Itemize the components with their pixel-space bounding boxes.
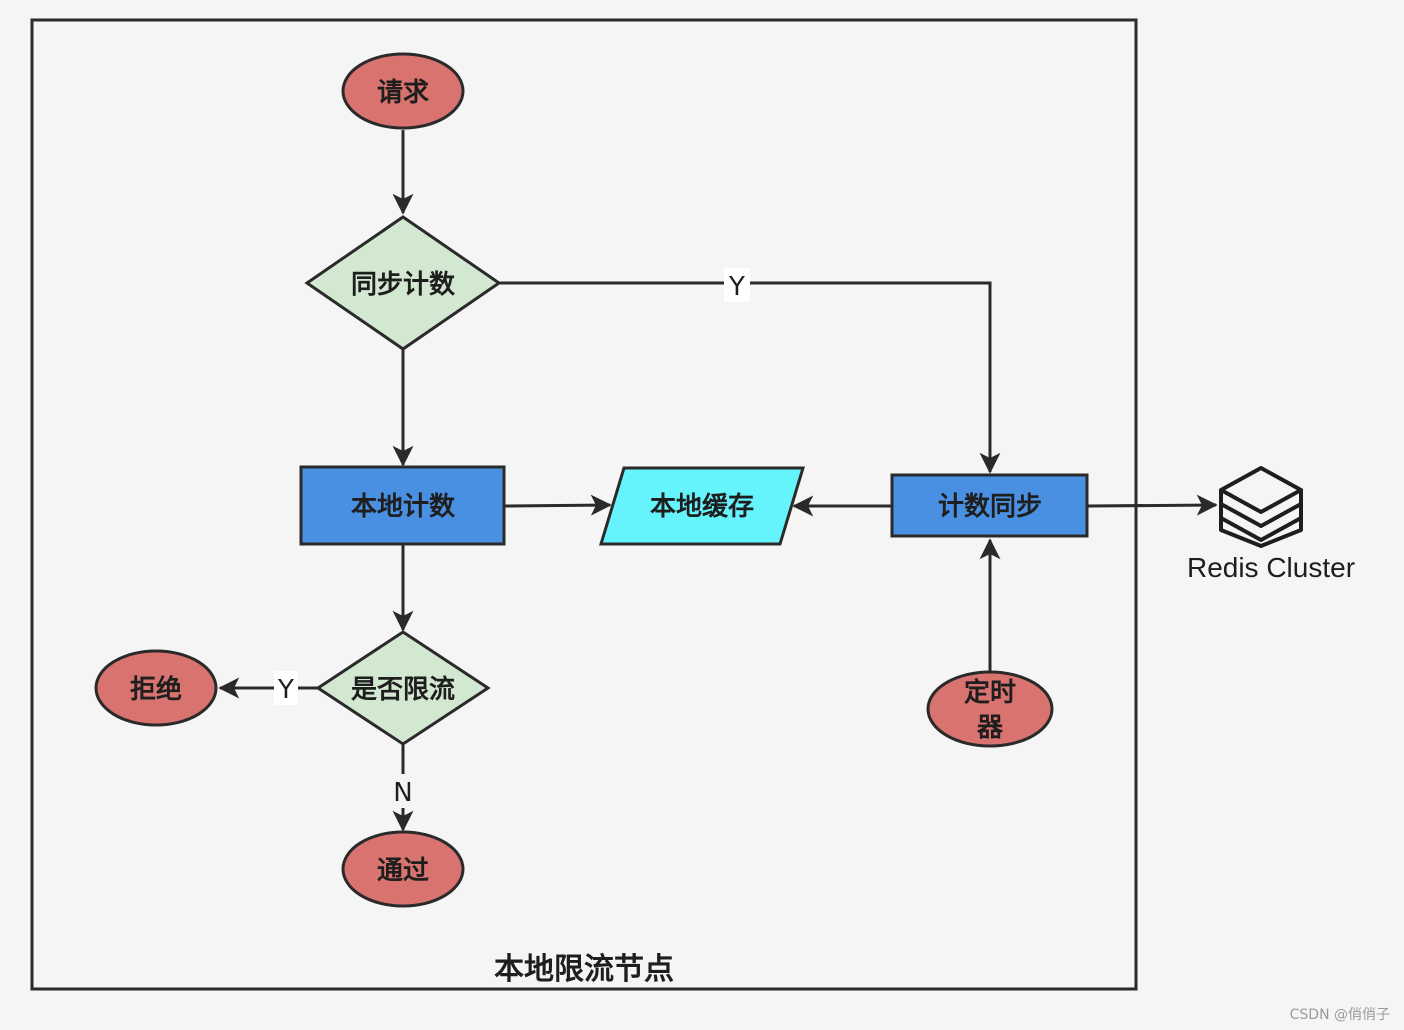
pass-terminal-label: 通过 [377,856,429,886]
edge-label-bg-limit-no [390,774,417,808]
edge-sync-yes-to-count-sync [500,281,1001,474]
rate-limit-decision-label: 是否限流 [351,675,455,705]
database-layers-icon [1219,466,1303,548]
local-cache-data-label: 本地缓存 [650,491,754,522]
timer-terminal [926,670,1054,748]
edge-local-count-to-cache [504,494,612,516]
edge-count-sync-to-redis [1087,494,1218,516]
request-terminal [341,52,465,130]
count-sync-process-label: 计数同步 [938,491,1042,522]
count-sync-process [890,473,1089,538]
redis-cluster-label: Redis Cluster [1187,552,1355,583]
csdn-watermark: CSDN @俏俏子 [1290,1007,1390,1023]
container-label: 本地限流节点 [494,952,674,987]
edge-label-bg-limit-yes [274,671,298,705]
reject-terminal [94,649,218,727]
edge-label-bg-sync-yes [724,268,750,302]
request-terminal-label: 请求 [377,78,429,108]
timer-terminal-label-line1: 定时 [964,677,1016,708]
sync-count-decision [304,215,502,351]
rate-limit-decision [315,630,491,746]
local-cache-data [598,466,806,546]
reject-terminal-label: 拒绝 [130,674,182,705]
sync-count-decision-label: 同步计数 [351,269,456,300]
local-count-process-label: 本地计数 [351,492,456,522]
pass-terminal [341,830,465,908]
edge-label-limit-no: N [393,778,412,808]
edge-label-sync-yes: Y [728,272,745,302]
timer-terminal-label-line2: 器 [976,713,1004,743]
local-count-process [299,465,506,546]
edge-label-limit-yes: Y [277,675,294,705]
